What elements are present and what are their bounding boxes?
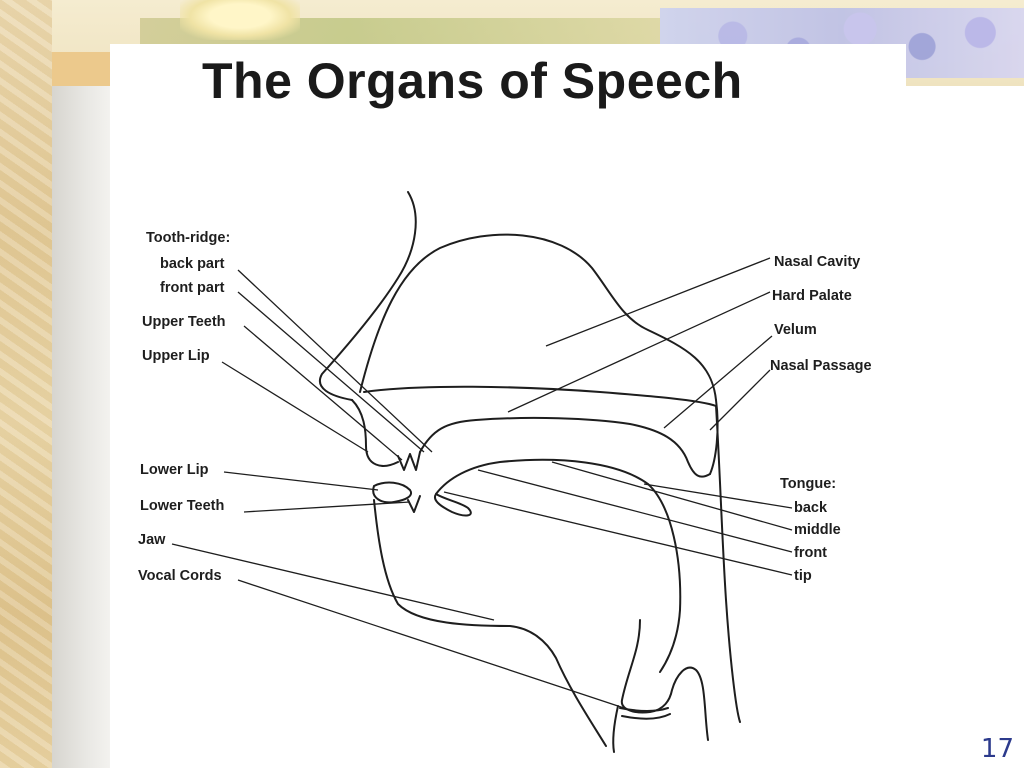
shadow-strip	[52, 86, 110, 768]
slide-title: The Organs of Speech	[202, 53, 743, 109]
leader-jaw	[171, 543, 495, 621]
palate-outline	[419, 416, 711, 478]
label-lower-teeth: Lower Teeth	[140, 498, 224, 514]
label-upper-lip: Upper Lip	[142, 348, 210, 364]
nasal-floor-outline	[363, 385, 717, 407]
larynx-outline	[620, 619, 709, 741]
label-tongue-front: front	[794, 545, 827, 561]
tongue-outline	[435, 458, 682, 673]
lower-tooth-outline	[407, 495, 421, 513]
leader-lower-lip	[223, 471, 379, 491]
label-vocal-cords: Vocal Cords	[138, 568, 222, 584]
leader-vocal-cords	[237, 579, 625, 709]
jaw-outline	[373, 499, 607, 747]
label-velum: Velum	[774, 322, 817, 338]
leader-nasal-cavity	[545, 257, 771, 347]
label-jaw: Jaw	[138, 532, 166, 548]
parchment-strip	[0, 0, 52, 768]
label-upper-teeth: Upper Teeth	[142, 314, 226, 330]
label-tongue-tip: tip	[794, 568, 812, 584]
leader-tongue-back	[643, 483, 793, 509]
leader-hard-palate	[507, 291, 771, 413]
upper-tooth-outline	[397, 451, 421, 471]
nose-outline	[319, 191, 417, 401]
label-lower-lip: Lower Lip	[140, 462, 209, 478]
leader-back-part	[237, 269, 433, 453]
diagram-paper	[110, 44, 906, 768]
leader-upper-lip	[221, 361, 369, 453]
leader-tongue-front	[477, 469, 793, 553]
tongue-tip-outline	[434, 493, 472, 517]
leader-tongue-tip	[443, 491, 793, 576]
banner-sunlight	[180, 0, 300, 40]
label-tongue-back: back	[794, 500, 828, 516]
vocal-cords-outline	[619, 707, 671, 720]
label-nasal-passage: Nasal Passage	[770, 358, 872, 374]
label-nasal-cavity: Nasal Cavity	[774, 254, 860, 270]
pharynx-wall	[715, 405, 741, 723]
nasal-cavity-outline	[359, 233, 717, 401]
leader-nasal-passage	[709, 369, 771, 431]
neck-outline	[612, 705, 619, 753]
leader-lower-teeth	[243, 501, 411, 513]
label-tongue-middle: middle	[794, 522, 841, 538]
page-number: 17	[980, 734, 1014, 764]
lower-lip-outline	[372, 481, 412, 504]
label-tooth-ridge: Tooth-ridge:	[146, 230, 230, 246]
leader-upper-teeth	[243, 325, 403, 461]
label-back-part: back part	[160, 256, 225, 272]
label-tongue: Tongue:	[780, 476, 836, 492]
leader-tongue-middle	[551, 461, 793, 531]
label-hard-palate: Hard Palate	[772, 288, 852, 304]
label-front-part: front part	[160, 280, 225, 296]
leader-velum	[663, 335, 773, 429]
upper-lip-outline	[351, 399, 399, 467]
leader-front-part	[237, 291, 425, 453]
